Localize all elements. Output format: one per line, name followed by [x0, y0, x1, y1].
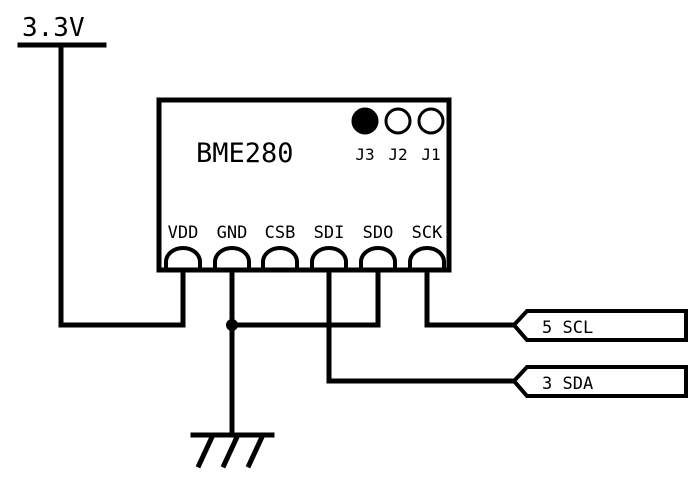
port-scl [511, 309, 688, 342]
port-scl-label: 5 SCL [542, 318, 593, 338]
ground-hatch-2 [220, 433, 241, 469]
jumper-j3-label: J3 [355, 145, 374, 164]
supply-label: 3.3V [22, 13, 85, 43]
pin-pad-sdi [310, 246, 348, 272]
pin-pad-gnd [213, 246, 251, 272]
chip-name: BME280 [196, 138, 294, 169]
jumper-j2-label: J2 [388, 145, 407, 164]
ground-hatch-3 [245, 433, 266, 469]
jumper-j1-label: J1 [421, 145, 440, 164]
port-sda-label: 3 SDA [542, 374, 593, 394]
port-sda [511, 365, 688, 398]
pin-pad-vdd [164, 246, 202, 272]
jumper-j3-pad [351, 107, 379, 135]
jumper-j1-pad [417, 107, 445, 135]
pin-label-sdi: SDI [314, 223, 345, 243]
pin-label-gnd: GND [217, 223, 248, 243]
jumper-j2-pad [384, 107, 412, 135]
sck-wire [424, 267, 517, 328]
sdo-wire [229, 267, 381, 328]
pin-pad-csb [261, 246, 299, 272]
vdd-wire [58, 42, 186, 328]
pin-label-csb: CSB [265, 223, 296, 243]
pin-pad-sck [408, 246, 446, 272]
pin-label-vdd: VDD [168, 223, 199, 243]
sdi-wire [326, 267, 517, 384]
pin-pad-sdo [359, 246, 397, 272]
pin-label-sdo: SDO [363, 223, 394, 243]
pin-label-sck: SCK [412, 223, 443, 243]
gnd-junction-dot [226, 319, 238, 331]
ground-hatch-1 [195, 433, 216, 469]
